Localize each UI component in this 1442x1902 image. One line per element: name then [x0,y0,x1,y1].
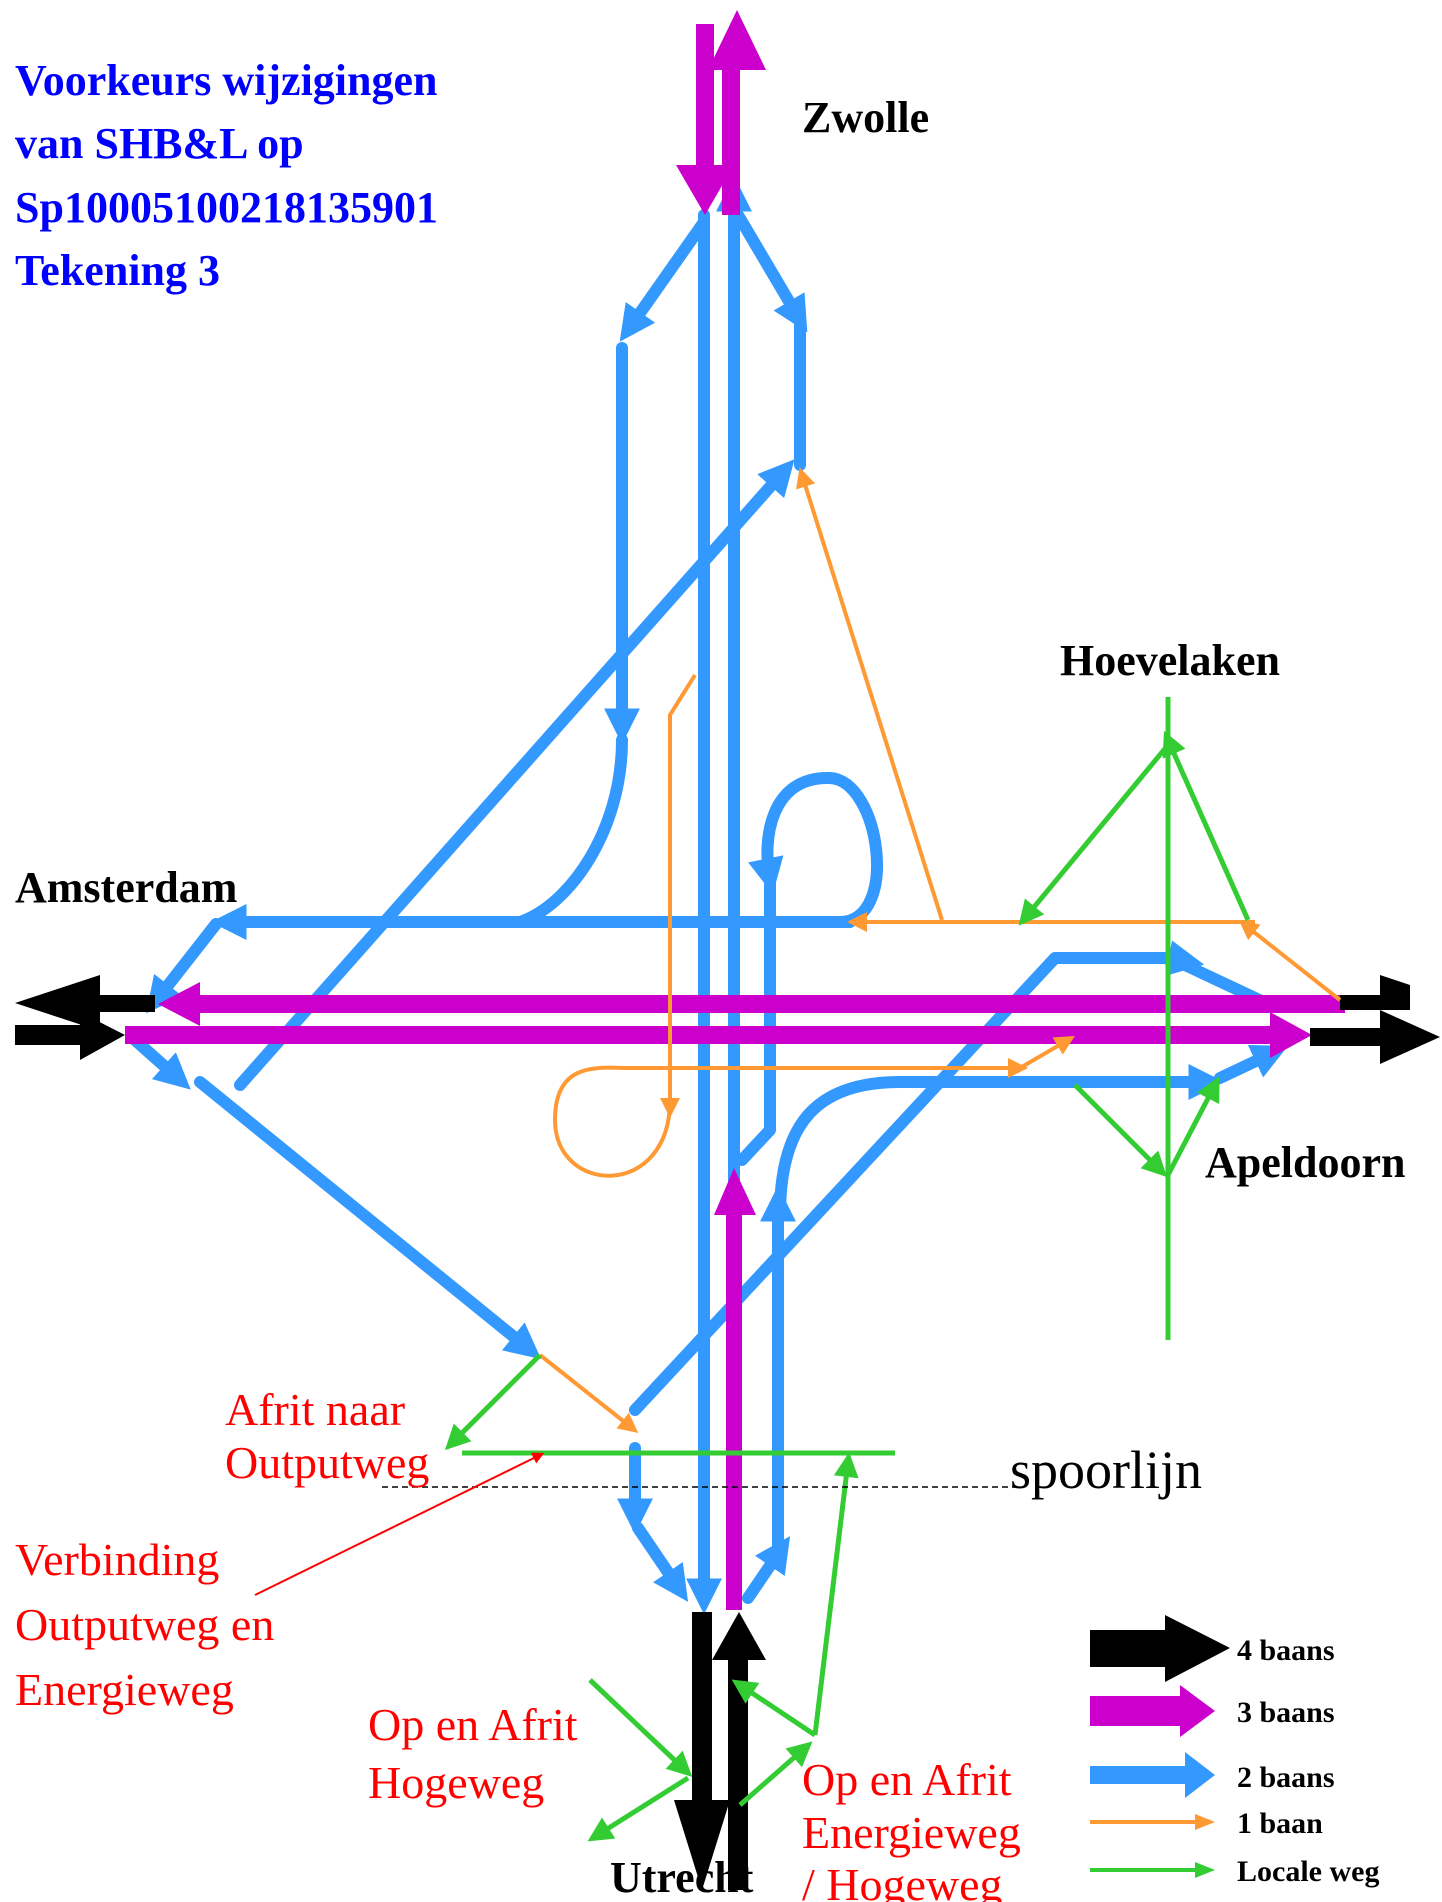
legend-1-baan: 1 baan [1090,1807,1323,1840]
loop-ramp [748,771,883,928]
southeast-curve [774,1064,1225,1221]
orange-sw-exit [538,1353,639,1433]
green-energieweg-out [731,1679,817,1738]
orange-apeldoorn-exit [1238,920,1342,1002]
red-connection-arrow [254,1452,545,1596]
svg-text:Locale weg: Locale weg [1237,1855,1379,1888]
sw-diagonal [194,1076,542,1360]
purple-zwolle-down-head [676,165,734,215]
svg-text:1 baan: 1 baan [1237,1807,1323,1840]
label-spoorlijn: spoorlijn [1010,1440,1202,1500]
diag-to-zwolle [234,459,795,1091]
purple-eastbound-head [1270,1012,1312,1058]
green-hoevelaken-exit [1018,743,1170,926]
title: Voorkeurs wijzigingen van SHB&L op Sp100… [15,56,449,295]
annotation-verbinding: Verbinding Outputweg en Energieweg [15,1534,286,1715]
orange-to-apeldoorn [1018,1035,1075,1070]
black-amsterdam-in [15,1012,125,1060]
label-zwolle: Zwolle [802,93,929,142]
legend-locale-weg: Locale weg [1090,1855,1379,1888]
black-utrecht-up-head [712,1612,766,1660]
north-exit-west [619,216,710,342]
two-lane-roads [129,175,1289,1615]
amsterdam-exit-sw [129,1034,191,1090]
label-amsterdam: Amsterdam [15,863,237,912]
orange-vertical [660,673,697,1118]
black-utrecht-down [674,1612,730,1890]
purple-zwolle-up-shaft [722,65,740,215]
legend-3-baans: 3 baans [1090,1685,1335,1737]
loop-down [736,879,776,1166]
purple-utrecht-up [726,1210,742,1610]
green-afrit-outputweg [444,1353,542,1451]
south-stub-right-b [742,1536,791,1604]
annotation-afrit: Afrit naar Outputweg [225,1384,429,1488]
orange-loop [552,1058,1028,1178]
black-amsterdam-out [15,975,155,1031]
ne-diagonal-head [1162,940,1205,976]
green-apeldoorn-exit [1073,1083,1168,1178]
three-lane-roads [125,10,1345,1610]
green-energieweg-in [738,1741,813,1807]
green-hogeweg-in [588,1678,693,1777]
label-hoevelaken: Hoevelaken [1060,636,1280,685]
green-hogeweg-out [587,1775,690,1842]
purple-eastbound [125,1026,1285,1044]
legend-4-baans: 4 baans [1090,1615,1335,1682]
green-apeldoorn-entry [1165,1076,1220,1177]
curve-to-amsterdam [514,734,628,928]
svg-text:4 baans: 4 baans [1237,1634,1335,1667]
label-apeldoorn: Apeldoorn [1205,1138,1405,1187]
ne-diagonal [629,952,1171,1416]
black-apeldoorn-in [1340,975,1410,1010]
annotation-energieweg: Op en Afrit Energieweg / Hogeweg [802,1754,1032,1902]
purple-westbound-head [158,982,200,1026]
svg-text:3 baans: 3 baans [1237,1696,1335,1729]
green-hoevelaken-entry [1162,730,1251,922]
one-lane-roads [538,467,1342,1433]
purple-westbound [190,995,1345,1013]
black-apeldoorn-out [1310,1010,1440,1064]
north-entry-east [732,209,808,333]
purple-utrecht-up-head [714,1168,756,1215]
purple-zwolle-up-head [708,10,766,70]
legend: 4 baans 3 baans 2 baans 1 baan Locale we… [1090,1615,1379,1888]
south-stub-left-b [632,1522,689,1602]
legend-2-baans: 2 baans [1090,1752,1335,1798]
to-apeldoorn [1214,1044,1289,1084]
black-utrecht-up [728,1650,748,1890]
svg-text:2 baans: 2 baans [1237,1761,1335,1794]
merge-amsterdam [146,918,222,1014]
label-utrecht: Utrecht [610,1853,754,1902]
green-energieweg [812,1452,859,1736]
annotation-hogeweg: Op en Afrit Hogeweg [368,1699,589,1808]
orange-to-zwolle [796,467,944,921]
four-lane-roads [15,975,1440,1890]
purple-zwolle-down-shaft [696,24,714,172]
